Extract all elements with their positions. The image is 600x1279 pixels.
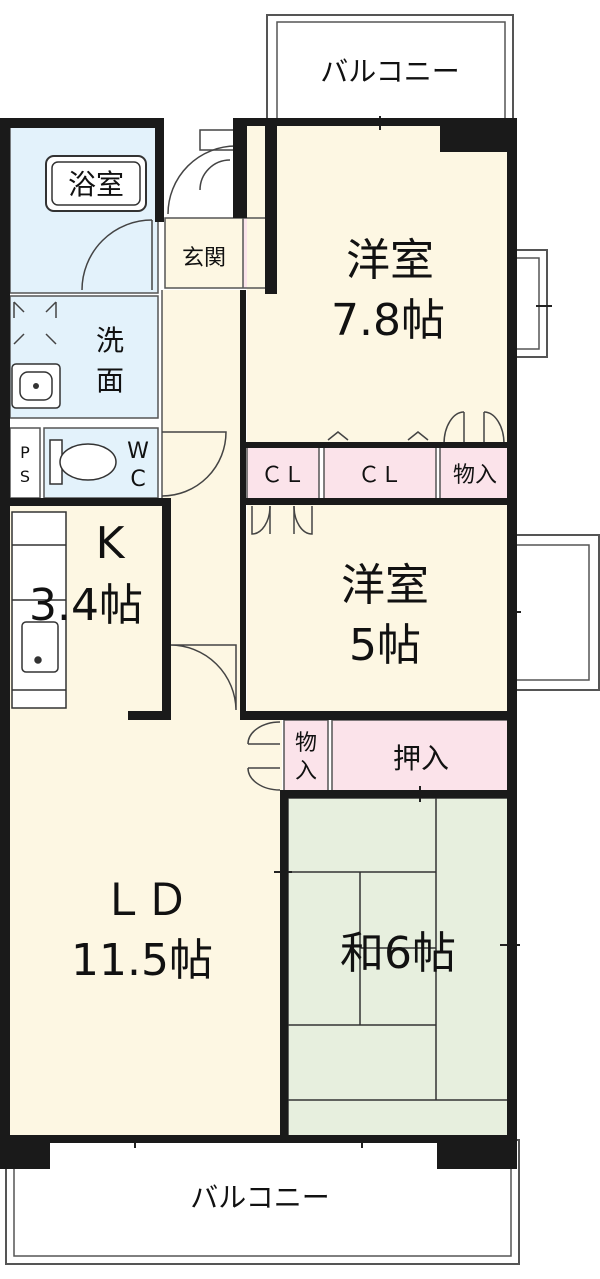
entrance-door	[167, 129, 237, 215]
bathtub: 浴室	[45, 155, 147, 212]
closet-2-label: ＣＬ	[358, 463, 402, 488]
balcony-side	[505, 534, 600, 691]
closet-3	[332, 720, 511, 792]
wc-door	[161, 431, 227, 497]
bedroom-1-name: 洋室	[346, 235, 434, 286]
kitchen-name: K	[96, 518, 126, 569]
closet-1-label: ＣＬ	[261, 463, 305, 488]
storage-2	[284, 720, 328, 792]
closet-3-label: 押入	[393, 742, 449, 775]
sink-icon	[11, 363, 61, 409]
bedroom-1	[247, 125, 511, 445]
washing-machine-icon	[13, 301, 57, 345]
balcony-top-label: バルコニー	[320, 55, 459, 88]
wc-label-1: W	[127, 439, 149, 464]
balcony-bottom: バルコニー	[5, 1132, 520, 1265]
bedroom-2-size: 5帖	[349, 620, 421, 671]
pipe-space	[10, 428, 40, 498]
tatami-room	[286, 796, 511, 1138]
bedroom-2-door	[251, 505, 313, 535]
living-dining	[10, 715, 282, 1138]
bedroom-2	[247, 503, 511, 713]
washroom-label-1: 洗	[96, 324, 124, 357]
living-size: 11.5帖	[71, 935, 213, 986]
balcony-top: バルコニー	[266, 14, 514, 130]
tatami-room-label: 和6帖	[340, 928, 456, 979]
ps-label-1: P	[20, 443, 30, 462]
bedroom-2-name: 洋室	[341, 560, 429, 611]
living-name: ＬＤ	[101, 875, 189, 926]
living-door	[169, 644, 237, 711]
bathroom-door	[81, 219, 153, 291]
wc-label-2: C	[130, 467, 145, 492]
storage-2-label-1: 物	[295, 731, 317, 756]
bedroom-1-size: 7.8帖	[331, 295, 445, 346]
storage-1	[440, 447, 511, 499]
washroom-label-2: 面	[96, 364, 124, 397]
entrance	[165, 218, 245, 288]
storage-1-label: 物入	[453, 463, 497, 488]
balcony-bottom-label: バルコニー	[190, 1181, 329, 1214]
hallway	[162, 290, 244, 715]
toilet-icon	[49, 439, 117, 485]
entrance-label: 玄関	[182, 246, 226, 271]
bathroom-label: 浴室	[68, 168, 124, 201]
storage-2-door	[247, 721, 281, 791]
walls	[0, 118, 517, 1169]
ps-label-2: S	[20, 467, 30, 486]
storage-2-label-2: 入	[295, 759, 317, 784]
bay-window	[512, 249, 552, 358]
kitchen-size: 3.4帖	[29, 580, 143, 631]
kitchen-counter	[11, 511, 67, 709]
closet-1	[247, 447, 319, 499]
closet-2	[324, 447, 436, 499]
